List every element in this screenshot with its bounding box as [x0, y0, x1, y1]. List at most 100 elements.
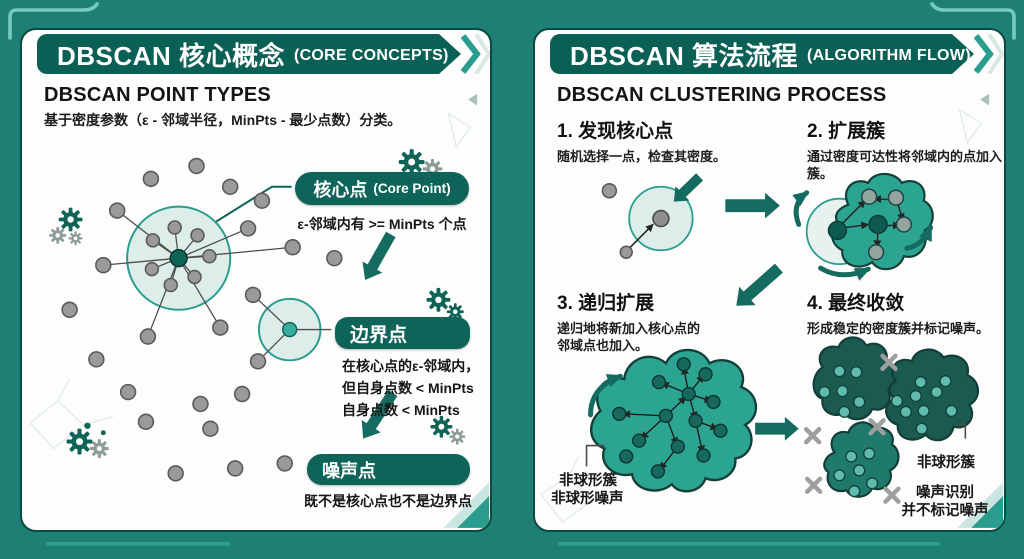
border-point-caption: 在核心点的ε-邻域内， 但自身点数 < MinPts 自身点数 < MinPts [342, 355, 479, 421]
edge-marker-icon [980, 93, 990, 106]
data-point [676, 357, 691, 372]
arrow-icon [673, 173, 704, 202]
data-point [249, 353, 267, 370]
arrow-icon [725, 192, 780, 219]
right-subtitle: DBSCAN CLUSTERING PROCESS [557, 84, 887, 106]
data-point [187, 269, 202, 285]
core-point-caption: ε-邻域内有 >= MinPts 个点 [297, 216, 467, 232]
data-point [696, 448, 711, 463]
data-point [142, 170, 160, 188]
data-point [212, 319, 229, 336]
curved-arrow-icon [588, 373, 624, 418]
border-caption-line: 自身点数 < MinPts [342, 402, 460, 418]
label-connector [957, 423, 967, 439]
core-point-dot [827, 220, 848, 241]
data-point [939, 375, 952, 388]
step4-noise-label-line: 噪声识别 [916, 485, 974, 501]
data-point [706, 394, 721, 410]
step3-cluster-label: 非球形簇 [559, 473, 617, 489]
step-1-desc: 随机选择一点，检查其密度。 [557, 149, 727, 164]
step2-neighborhood-circle [805, 197, 874, 266]
data-point [233, 385, 251, 403]
left-header-banner: DBSCAN 核心概念 (CORE CONCEPTS) [37, 34, 490, 74]
data-point [836, 384, 849, 398]
data-point [658, 408, 674, 423]
data-point [601, 183, 618, 199]
step-1: 1. 发现核心点 随机选择一点，检查其密度。 [557, 116, 787, 165]
data-point [619, 245, 633, 259]
left-title-en: (CORE CONCEPTS) [293, 46, 449, 64]
step-1-title: 1. 发现核心点 [557, 121, 674, 142]
step-4-title: 4. 最终收敛 [807, 293, 905, 314]
core-point-dot [169, 249, 188, 268]
step-4: 4. 最终收敛 形成稳定的密度簇并标记噪声。 [807, 288, 1004, 337]
x-mark-icon [880, 353, 898, 371]
step1-neighborhood-circle [628, 185, 694, 252]
step-3-title: 3. 递归扩展 [557, 293, 655, 314]
data-point [190, 228, 205, 243]
banner-chevron-icon [461, 34, 490, 74]
data-point [688, 413, 703, 428]
left-subtitle: DBSCAN POINT TYPES [44, 84, 271, 106]
gear-icon [68, 231, 83, 246]
label-connector [585, 444, 605, 467]
data-point [909, 389, 922, 403]
data-point [887, 189, 905, 206]
step-2: 2. 扩展簇 通过密度可达性将邻域内的点加入簇。 [807, 116, 1003, 182]
core-point-label-en: (Core Point) [373, 181, 451, 196]
gear-icon [58, 207, 83, 232]
epsilon-neighborhood-circle [126, 205, 232, 311]
data-point [144, 261, 160, 277]
step4-cluster-label: 非球形簇 [917, 455, 975, 471]
data-point [853, 395, 866, 409]
data-point [945, 404, 958, 417]
gear-icon [89, 439, 109, 458]
step4-cluster-blob [885, 348, 980, 442]
data-point [866, 477, 879, 490]
x-mark-icon [804, 476, 823, 494]
data-point [612, 406, 627, 421]
gear-icon [49, 226, 67, 244]
data-point [139, 328, 157, 345]
data-point [895, 216, 913, 233]
x-mark-icon [868, 418, 886, 436]
data-point [651, 374, 667, 390]
step3-cluster-blob [590, 348, 758, 493]
core-point-dot [868, 214, 888, 235]
banner-chevron-icon [974, 34, 1004, 74]
right-title-en: (ALGORITHM FLOW) [806, 46, 971, 64]
data-point [61, 301, 78, 318]
selected-point-dot [652, 209, 670, 228]
data-point [833, 469, 846, 482]
data-point [860, 188, 878, 205]
left-panel: DBSCAN 核心概念 (CORE CONCEPTS) DBSCAN POINT… [20, 28, 492, 532]
arrow-icon [736, 263, 783, 306]
data-point [848, 485, 861, 498]
data-point [167, 220, 182, 235]
banner-background [37, 34, 461, 74]
data-point [226, 460, 244, 477]
border-point-pill: 边界点 [335, 317, 470, 349]
step-3: 3. 递归扩展 递归地将新加入核心点的邻域点也加入。 [557, 288, 707, 354]
data-point [221, 178, 239, 196]
data-point [899, 405, 912, 418]
data-point [670, 439, 685, 454]
data-point [867, 244, 885, 261]
step4-noise-label-line: 并不标记噪声 [901, 503, 989, 519]
step4-cluster-blob [812, 336, 897, 421]
data-point [202, 248, 217, 264]
data-point [930, 385, 943, 399]
noise-point-caption: 既不是核心点也不是边界点 [304, 493, 472, 509]
edge-marker-icon [468, 93, 478, 106]
data-point [88, 351, 105, 368]
data-point [202, 420, 219, 437]
data-point [145, 233, 161, 248]
right-title: DBSCAN 算法流程 [570, 40, 798, 71]
data-point [284, 239, 301, 256]
core-point-label: 核心点 [313, 179, 368, 200]
border-caption-line: 但自身点数 < MinPts [342, 380, 474, 396]
data-point [188, 157, 205, 175]
data-point [681, 386, 696, 402]
step-3-desc: 递归地将新加入核心点的邻域点也加入。 [557, 321, 701, 353]
